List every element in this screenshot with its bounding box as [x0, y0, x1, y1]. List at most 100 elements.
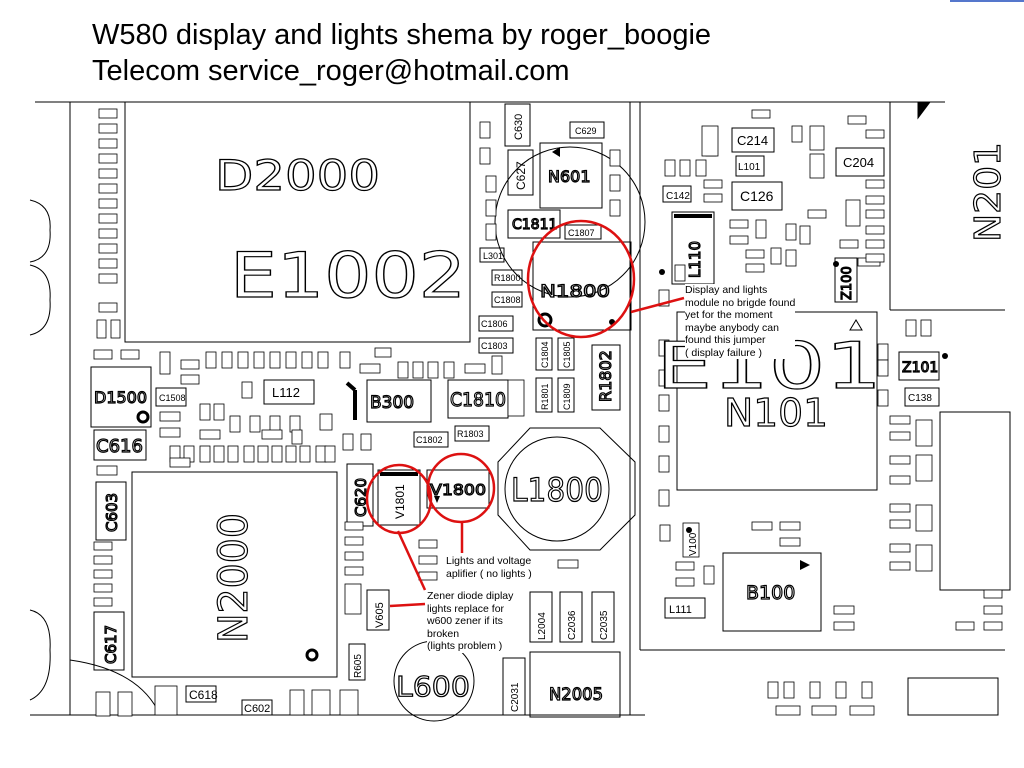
highlight-markers	[365, 219, 685, 608]
part-d1500-body	[90, 366, 152, 428]
label-l1800: L1800	[511, 471, 603, 509]
label-c204: C204	[843, 155, 874, 170]
label-e1002: E1002	[230, 239, 466, 312]
part-c602-body	[241, 699, 273, 716]
label-c1804: C1804	[540, 341, 550, 368]
triangle-marker	[849, 319, 863, 331]
label-c620: C620	[352, 478, 370, 517]
label-c616: C616	[96, 436, 143, 457]
part-z100-body	[834, 257, 858, 303]
part-right-edge-body	[939, 411, 1011, 591]
annotation-display: Display and lights module no brigde foun…	[685, 284, 796, 359]
label-r1800: R1800	[494, 273, 521, 283]
corner-marker	[917, 101, 931, 120]
label-z100: Z100	[840, 266, 855, 300]
label-n2000: N2000	[211, 513, 257, 643]
label-z101: Z101	[902, 360, 938, 376]
part-c2031-body	[502, 657, 526, 716]
label-c602: C602	[244, 703, 270, 715]
label-c618: C618	[189, 688, 218, 702]
label-c1807: C1807	[568, 228, 595, 238]
label-c630: C630	[513, 114, 525, 140]
label-c1808: C1808	[494, 295, 521, 305]
pointer-zener	[396, 530, 427, 591]
label-c1809: C1809	[562, 383, 572, 410]
title-line-1: W580 display and lights shema by roger_b…	[92, 19, 712, 51]
label-c2031: C2031	[510, 682, 521, 712]
part-c1804-body	[535, 337, 553, 371]
part-c1808-body	[491, 291, 523, 308]
part-r605-body	[348, 643, 366, 681]
part-l101-body	[735, 155, 765, 177]
part-c617-body	[93, 611, 125, 671]
part-c2035-body	[591, 591, 615, 643]
part-c629-body	[569, 121, 605, 139]
label-c142: C142	[666, 191, 690, 202]
thick-marks	[345, 214, 712, 476]
label-n1800: N1800	[540, 282, 610, 302]
label-c2036: C2036	[567, 610, 578, 640]
label-n101: N101	[724, 391, 828, 435]
part-c1807-body	[564, 224, 602, 240]
pointer-display	[630, 296, 685, 314]
label-l112: L112	[272, 385, 300, 400]
ic-n601-body	[539, 142, 603, 209]
part-c126-body	[731, 181, 783, 211]
shield-circle	[494, 146, 646, 298]
part-l111-body	[664, 597, 706, 619]
label-n201: N201	[968, 142, 1009, 242]
connector-arc-1	[29, 199, 51, 263]
highlight-n1800	[526, 219, 636, 339]
part-r1803-body	[454, 425, 490, 442]
label-r1801: R1801	[540, 383, 550, 410]
part-b300-body	[366, 379, 432, 423]
board-arc	[69, 659, 161, 716]
label-n601: N601	[548, 167, 591, 186]
label-c629: C629	[575, 126, 597, 136]
pin-markers	[434, 147, 948, 570]
connector-arc-2	[29, 264, 51, 336]
ic-n2005-body	[529, 651, 621, 718]
smd-components	[93, 108, 1003, 717]
label-l301: L301	[483, 251, 503, 261]
title-line-2: Telecom service_roger@hotmail.com	[92, 55, 570, 87]
label-l600: L600	[396, 670, 470, 703]
part-c1508-body	[155, 387, 187, 407]
label-n2005: N2005	[549, 685, 603, 705]
label-d1500: D1500	[94, 388, 147, 407]
label-c126: C126	[740, 188, 774, 204]
part-c1806-body	[478, 315, 514, 332]
part-c2036-body	[559, 591, 583, 643]
label-r605: R605	[353, 654, 364, 678]
label-v605: V605	[374, 602, 386, 628]
part-c1805-body	[557, 337, 575, 371]
part-c214-body	[731, 127, 775, 153]
label-c1810: C1810	[450, 389, 506, 411]
label-c1803: C1803	[481, 341, 508, 351]
label-l101: L101	[738, 162, 761, 173]
annotation-zener: Zener diode diplay lights replace for w6…	[427, 590, 514, 653]
part-z101-body	[898, 351, 940, 381]
label-l111: L111	[669, 604, 692, 616]
label-c627: C627	[514, 161, 528, 190]
annotation-lights: Lights and voltage aplifier ( no lights …	[446, 555, 532, 580]
part-c142-body	[662, 185, 692, 203]
pointer-v605	[389, 602, 426, 608]
ic-b100-body	[722, 552, 822, 632]
part-r1802-body	[591, 344, 621, 411]
label-d2000: D2000	[215, 151, 380, 200]
part-c1811-body	[507, 209, 561, 239]
label-b100: B100	[746, 582, 795, 604]
part-v605-body	[366, 589, 390, 631]
part-bottom-right-body	[907, 677, 999, 716]
label-c1508: C1508	[159, 393, 186, 403]
label-c2035: C2035	[599, 610, 610, 640]
part-l2004-body	[529, 591, 553, 643]
label-v1801: V1801	[393, 484, 407, 519]
ic-n1800-body	[532, 241, 632, 331]
part-r1801-body	[535, 377, 553, 413]
part-c603-body	[95, 481, 127, 541]
part-c616-body	[93, 429, 147, 461]
part-c1802-body	[413, 431, 449, 448]
